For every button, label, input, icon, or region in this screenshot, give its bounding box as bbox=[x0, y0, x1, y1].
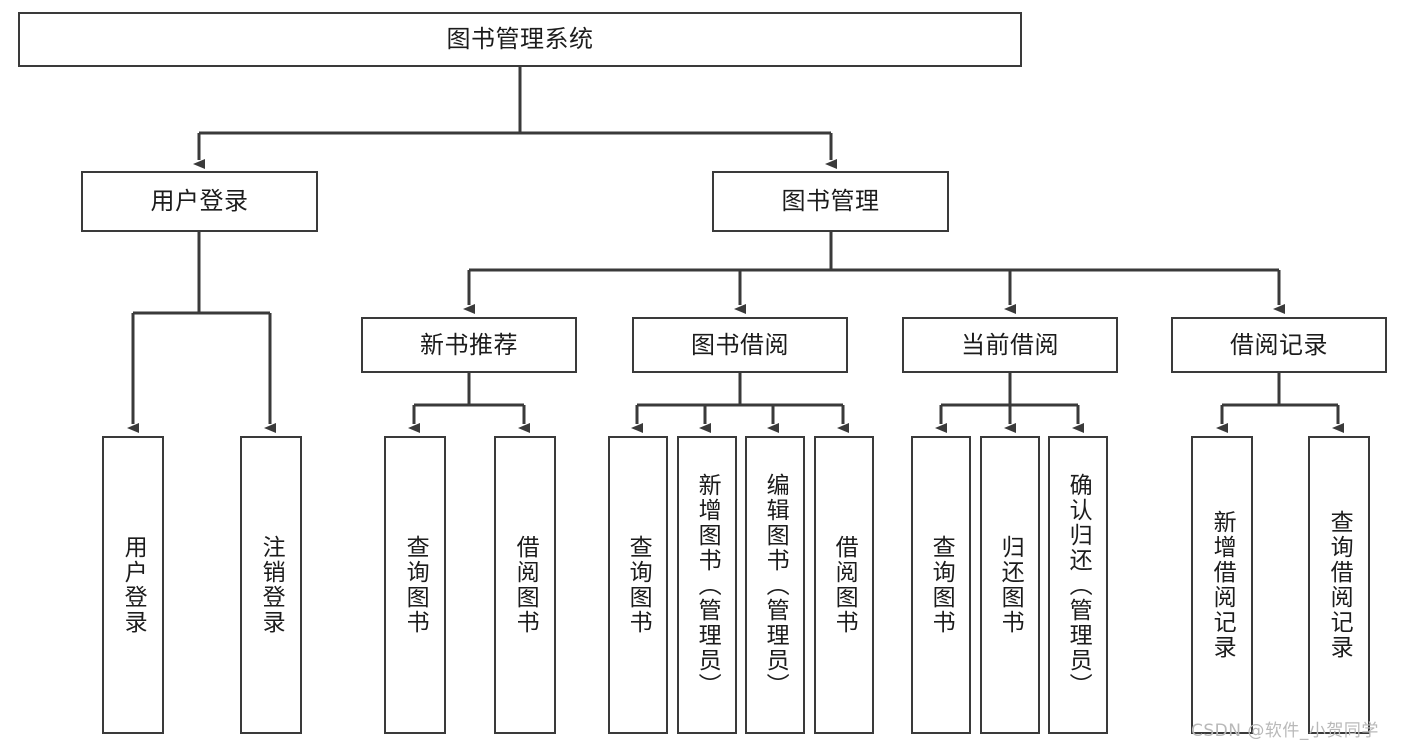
watermark: CSDN @软件_小贺同学 bbox=[1191, 721, 1379, 741]
leaf-borrow-query-book-label: 查询图书 bbox=[625, 535, 652, 635]
leaf-borrow-borrow-book-label: 借阅图书 bbox=[831, 535, 858, 635]
leaf-recommend-query-book[interactable]: 查询图书 bbox=[384, 436, 446, 734]
leaf-borrow-add-book[interactable]: 新增图书（管理员） bbox=[677, 436, 737, 734]
leaf-current-confirm-return[interactable]: 确认归还（管理员） bbox=[1048, 436, 1108, 734]
node-book-management[interactable]: 图书管理 bbox=[712, 171, 949, 232]
leaf-recommend-query-book-label: 查询图书 bbox=[402, 535, 429, 635]
leaf-borrow-edit-book[interactable]: 编辑图书（管理员） bbox=[745, 436, 805, 734]
leaf-record-query-record[interactable]: 查询借阅记录 bbox=[1308, 436, 1370, 734]
node-user-login-label: 用户登录 bbox=[150, 187, 249, 216]
node-book-management-label: 图书管理 bbox=[781, 187, 880, 216]
leaf-record-query-record-label: 查询借阅记录 bbox=[1326, 510, 1353, 660]
leaf-user-login-login-label: 用户登录 bbox=[120, 535, 147, 635]
leaf-current-return-book[interactable]: 归还图书 bbox=[980, 436, 1040, 734]
node-book-borrow[interactable]: 图书借阅 bbox=[632, 317, 848, 373]
leaf-recommend-borrow-book-label: 借阅图书 bbox=[512, 535, 539, 635]
leaf-record-add-record-label: 新增借阅记录 bbox=[1209, 510, 1236, 660]
leaf-user-login-logout[interactable]: 注销登录 bbox=[240, 436, 302, 734]
node-user-login[interactable]: 用户登录 bbox=[81, 171, 318, 232]
node-root-system-label: 图书管理系统 bbox=[446, 25, 594, 54]
leaf-record-add-record[interactable]: 新增借阅记录 bbox=[1191, 436, 1253, 734]
node-current-borrow-label: 当前借阅 bbox=[961, 330, 1059, 359]
node-borrow-record[interactable]: 借阅记录 bbox=[1171, 317, 1387, 373]
node-book-borrow-label: 图书借阅 bbox=[691, 330, 789, 359]
leaf-current-return-book-label: 归还图书 bbox=[997, 535, 1024, 635]
node-borrow-record-label: 借阅记录 bbox=[1230, 330, 1328, 359]
leaf-user-login-login[interactable]: 用户登录 bbox=[102, 436, 164, 734]
leaf-borrow-edit-book-label: 编辑图书（管理员） bbox=[762, 472, 789, 698]
node-root-system[interactable]: 图书管理系统 bbox=[18, 12, 1022, 67]
leaf-current-confirm-return-label: 确认归还（管理员） bbox=[1065, 472, 1092, 698]
leaf-recommend-borrow-book[interactable]: 借阅图书 bbox=[494, 436, 556, 734]
node-current-borrow[interactable]: 当前借阅 bbox=[902, 317, 1118, 373]
leaf-borrow-borrow-book[interactable]: 借阅图书 bbox=[814, 436, 874, 734]
leaf-borrow-query-book[interactable]: 查询图书 bbox=[608, 436, 668, 734]
leaf-borrow-add-book-label: 新增图书（管理员） bbox=[694, 472, 721, 698]
leaf-current-query-book[interactable]: 查询图书 bbox=[911, 436, 971, 734]
leaf-current-query-book-label: 查询图书 bbox=[928, 535, 955, 635]
leaf-user-login-logout-label: 注销登录 bbox=[258, 535, 285, 635]
node-new-book-recommend[interactable]: 新书推荐 bbox=[361, 317, 577, 373]
node-new-book-recommend-label: 新书推荐 bbox=[420, 330, 518, 359]
